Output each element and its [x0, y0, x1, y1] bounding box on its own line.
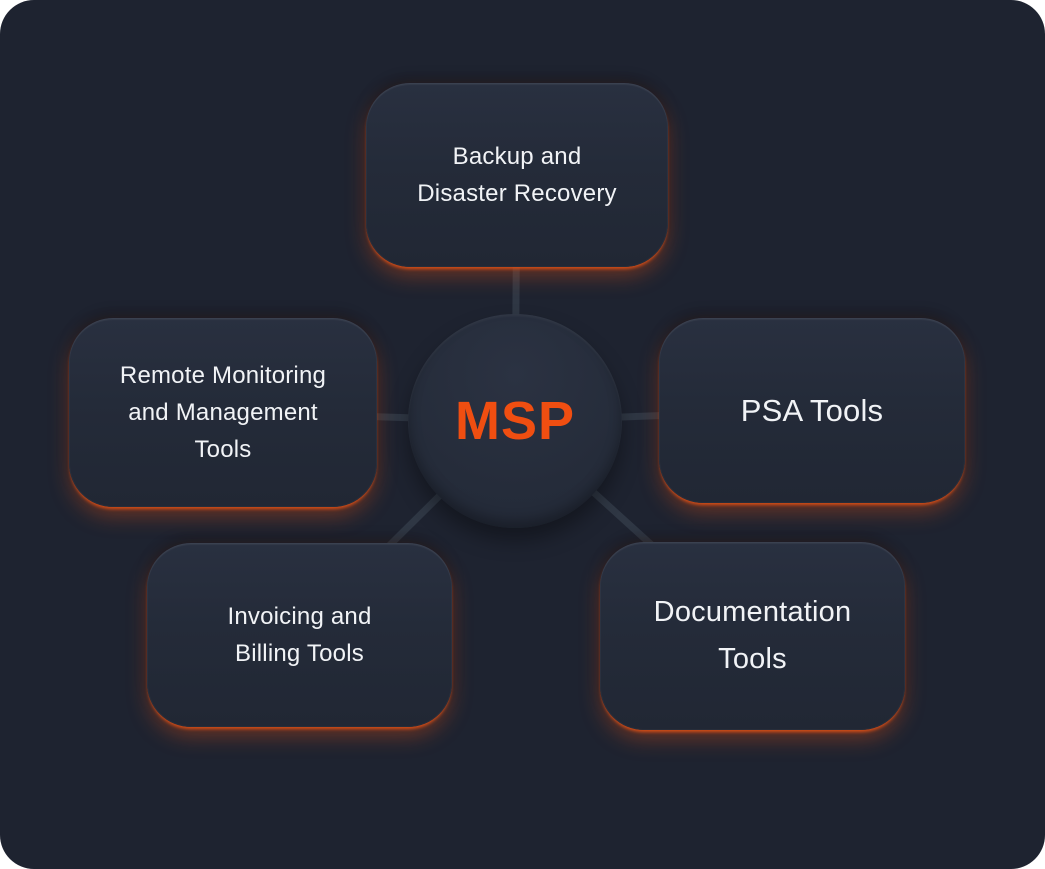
- hub-label: MSP: [454, 391, 576, 451]
- node-label: Remote Monitoring and Management Tools: [119, 362, 327, 463]
- node-backup-and-disaster-recovery: Backup and Disaster Recovery: [366, 83, 668, 267]
- node-label: PSA Tools: [740, 392, 884, 428]
- node-psa-tools: PSA Tools: [659, 318, 965, 503]
- node-documentation-tools: Documentation Tools: [600, 542, 905, 730]
- node-remote-monitoring-and-management-tools: Remote Monitoring and Management Tools: [69, 318, 377, 507]
- node-label: Invoicing and Billing Tools: [227, 603, 372, 667]
- node-label: Backup and Disaster Recovery: [417, 143, 617, 207]
- hub-msp-circle: MSP: [408, 314, 622, 528]
- node-label: Documentation Tools: [653, 596, 852, 675]
- node-invoicing-and-billing-tools: Invoicing and Billing Tools: [147, 543, 452, 727]
